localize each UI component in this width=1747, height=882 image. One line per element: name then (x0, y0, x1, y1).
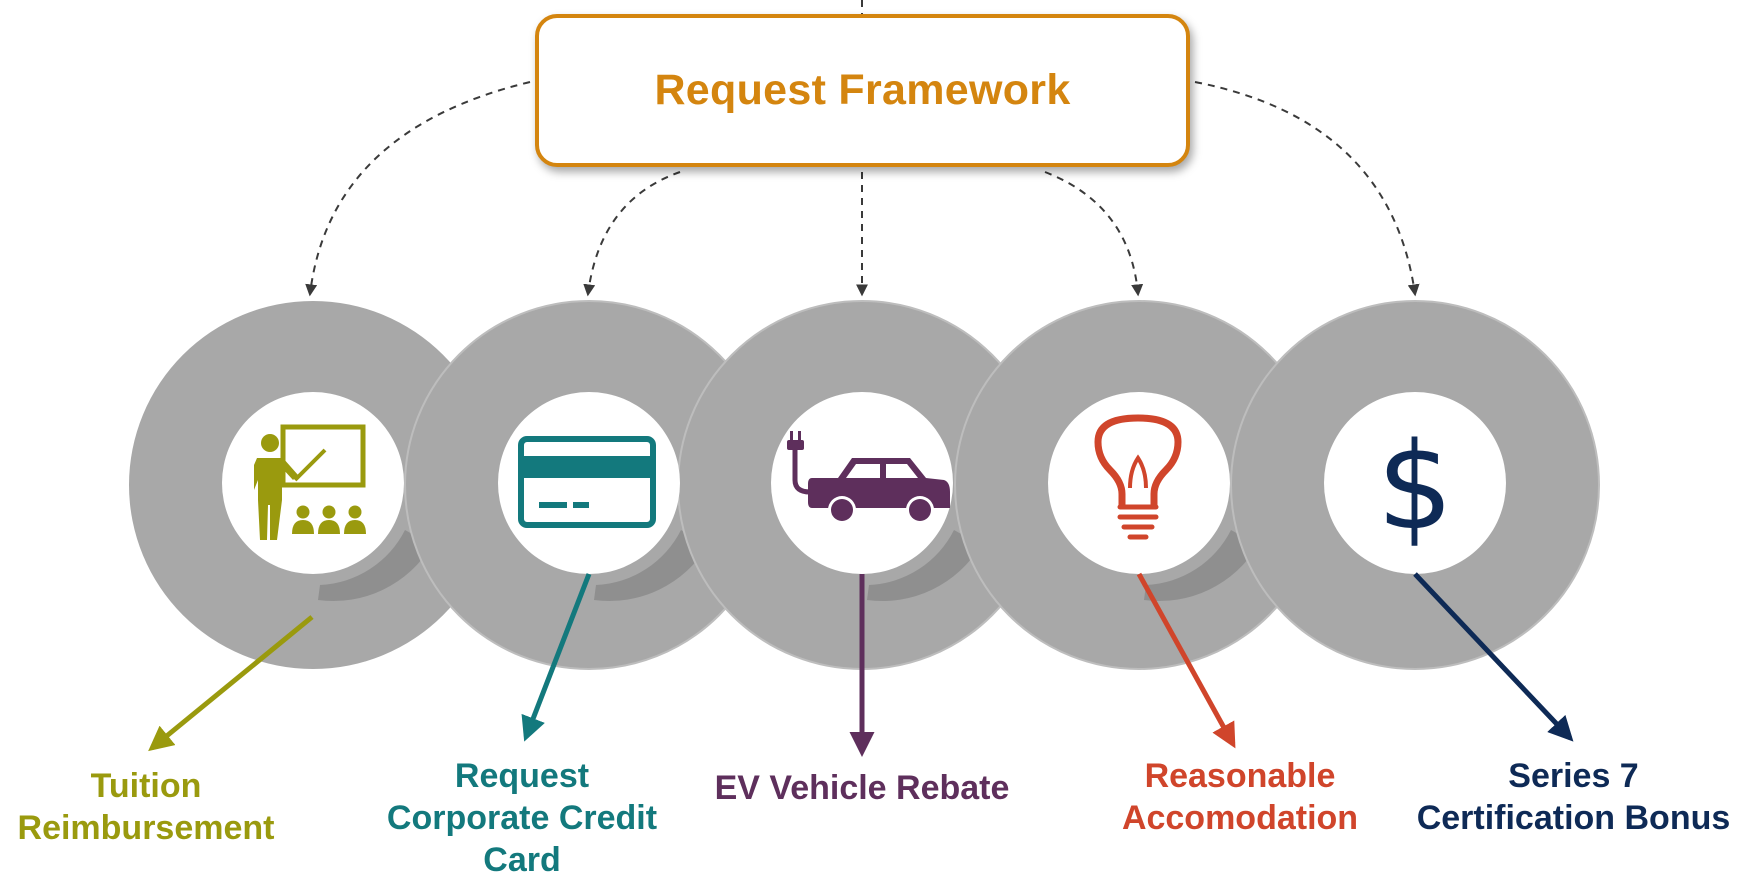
label-arrow-1 (148, 615, 314, 752)
dashed-arrow-2 (583, 171, 681, 297)
label-ev-vehicle-rebate: EV Vehicle Rebate (714, 769, 1010, 807)
ev-car-charging-icon (787, 431, 950, 524)
header-title: Request Framework (654, 66, 1071, 114)
label-tuition-reimbursement: Tuition Reimbursement (17, 767, 275, 847)
dollar-sign-icon: $ (1377, 418, 1453, 557)
label-arrow-5 (1413, 572, 1574, 742)
teacher-presentation-icon (254, 424, 366, 540)
lightbulb-icon (1094, 414, 1182, 540)
label-corporate-credit-card: Request Corporate Credit Card (386, 757, 658, 879)
dashed-arrow-1 (305, 81, 531, 297)
request-framework-box: Request Framework (535, 14, 1190, 167)
credit-card-icon (518, 436, 656, 528)
label-arrow-2 (521, 573, 592, 742)
label-arrow-4 (1136, 572, 1236, 749)
label-reasonable-accomodation: Reasonable Accomodation (1121, 757, 1359, 837)
icon-circle-5 (1324, 392, 1506, 574)
icon-circle-4 (1048, 392, 1230, 574)
dashed-arrow-4 (1044, 171, 1144, 297)
dashed-arrow-5 (1194, 81, 1420, 297)
label-series-7-certification-bonus: Series 7 Certification Bonus (1416, 757, 1731, 837)
